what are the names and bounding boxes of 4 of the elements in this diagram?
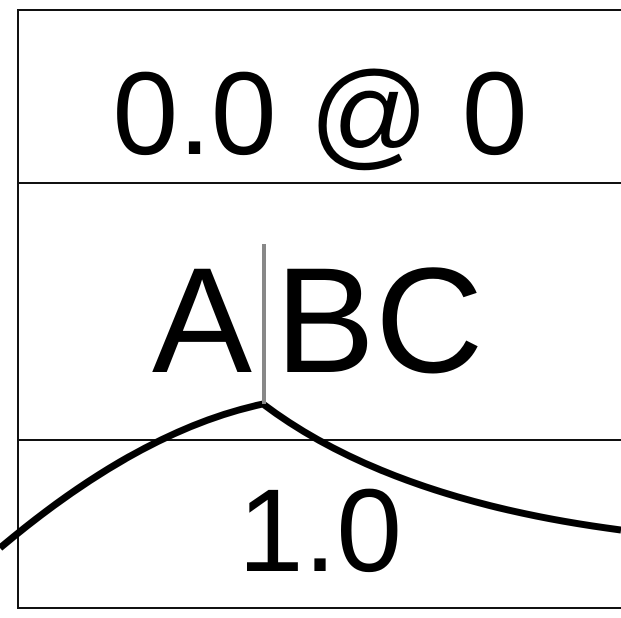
value-text: A (152, 245, 252, 395)
value-text: 1.0 (238, 472, 402, 590)
value-text: BC (275, 245, 484, 395)
value-text: 0.0 @ 0 (112, 55, 528, 173)
